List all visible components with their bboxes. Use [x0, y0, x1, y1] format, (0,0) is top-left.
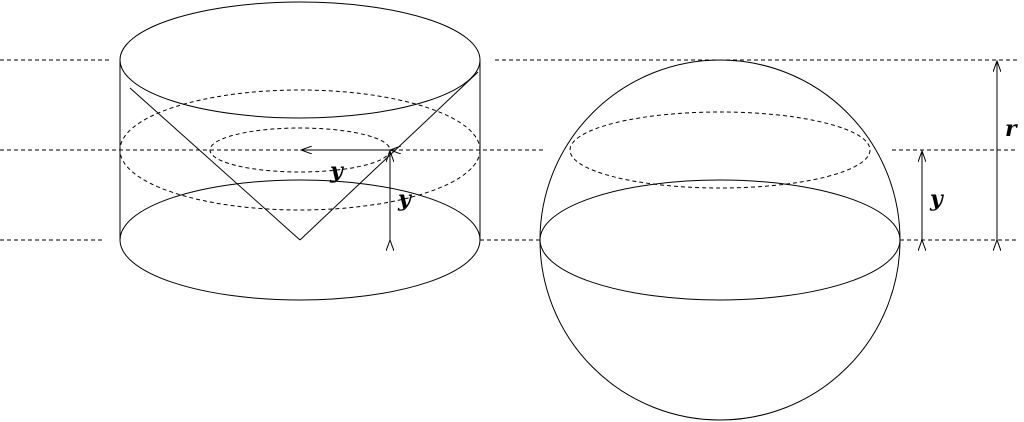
cone-left-edge: [129, 87, 301, 241]
sphere: y r: [539, 59, 1018, 421]
guide-lines: [0, 59, 1018, 241]
cone-radius-label: y: [329, 158, 345, 184]
cylinder-height-label: y: [397, 186, 413, 212]
cylinder-mid-section: [119, 89, 481, 211]
cylinder: y y: [119, 1, 481, 301]
cone-right-edge: [299, 71, 479, 241]
sphere-radius-label: r: [1005, 116, 1018, 142]
cylinder-top-ellipse: [119, 1, 481, 119]
sphere-outline: [539, 59, 901, 421]
sphere-height-label: y: [929, 186, 945, 212]
sphere-cross-section: [569, 111, 871, 189]
sphere-equator: [539, 179, 901, 301]
